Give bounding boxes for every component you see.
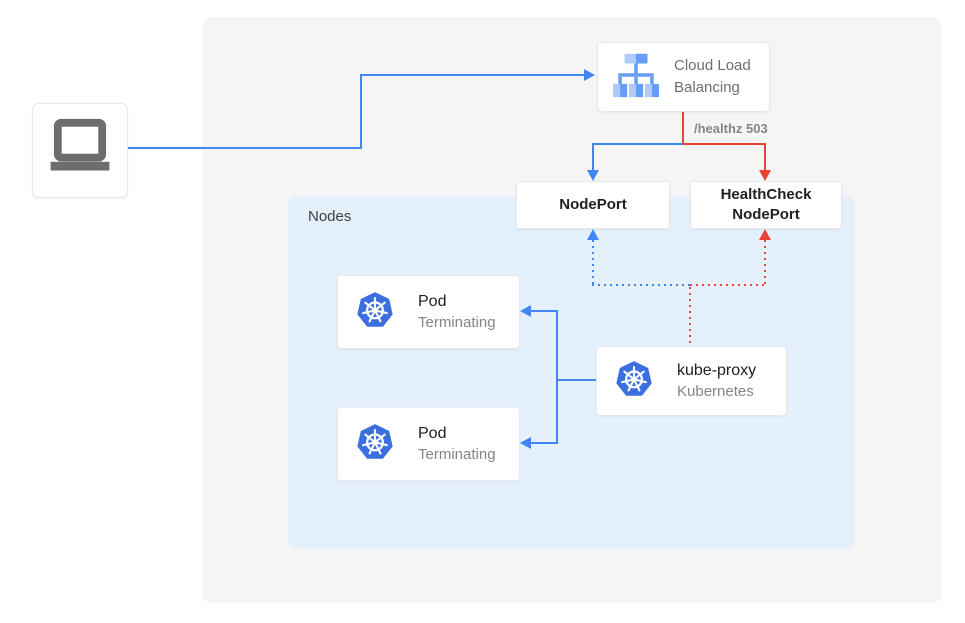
pod-top-status: Terminating: [418, 313, 496, 331]
edge-kproxy-nodeport-arrowhead: [587, 229, 599, 240]
nodeport-label: NodePort: [559, 195, 627, 213]
edge-kproxy-nodeport-seg1: [592, 284, 690, 286]
edge-client-clb-seg3: [360, 74, 585, 76]
kube-proxy-subtitle: Kubernetes: [677, 382, 754, 400]
edge-kproxy-stem-dotted: [689, 287, 691, 346]
edge-clb-hcport-seg1: [683, 143, 766, 145]
edge-kproxy-pods-seg2: [556, 310, 558, 444]
edge-kproxy-hcport-arrowhead: [759, 229, 771, 240]
kubernetes-icon: [613, 358, 655, 405]
edge-client-clb-arrowhead: [584, 69, 595, 81]
edge-kproxy-pod2-seg: [530, 442, 557, 444]
edge-clb-hcport-seg2: [764, 143, 766, 171]
edge-kproxy-nodeport-seg2: [592, 240, 594, 286]
edge-clb-hcport-arrowhead: [759, 170, 771, 181]
edge-kproxy-pods-seg1: [557, 379, 596, 381]
pod-bottom-status: Terminating: [418, 445, 496, 463]
edge-client-clb-seg2: [360, 74, 362, 149]
healthcheck-nodeport-label: HealthCheck NodePort: [720, 185, 812, 223]
pod-bottom-node: Pod Terminating: [337, 407, 520, 481]
edge-kproxy-pod1-seg: [530, 310, 557, 312]
edge-kproxy-hcport-seg1: [690, 284, 766, 286]
client-node: [32, 103, 128, 198]
kube-proxy-title: kube-proxy: [677, 362, 757, 380]
healthz-label: /healthz 503: [694, 121, 768, 136]
kube-proxy-node: kube-proxy Kubernetes: [596, 346, 787, 416]
kubernetes-icon: [354, 421, 396, 468]
healthcheck-nodeport-node: HealthCheck NodePort: [690, 181, 842, 229]
edge-kproxy-pod1-arrowhead: [520, 305, 531, 317]
edge-clb-nodeport-seg2: [592, 143, 594, 171]
kubernetes-icon: [354, 289, 396, 336]
laptop-icon: [44, 112, 116, 189]
edge-kproxy-hcport-seg2: [764, 240, 766, 286]
edge-kproxy-pod2-arrowhead: [520, 437, 531, 449]
edge-client-clb-seg1: [126, 147, 362, 149]
cloud-load-balancing-label: Cloud Load Balancing: [674, 56, 751, 97]
edge-clb-nodeport-arrowhead: [587, 170, 599, 181]
pod-bottom-title: Pod: [418, 425, 447, 443]
edge-clb-stem: [682, 110, 684, 145]
nodes-region-label: Nodes: [308, 208, 352, 225]
cloud-load-balancing-node: Cloud Load Balancing: [597, 42, 770, 112]
pod-top-title: Pod: [418, 293, 447, 311]
edge-clb-nodeport-seg1: [592, 143, 683, 145]
load-balancer-icon: [611, 52, 661, 103]
pod-top-node: Pod Terminating: [337, 275, 520, 349]
nodeport-node: NodePort: [516, 181, 670, 229]
